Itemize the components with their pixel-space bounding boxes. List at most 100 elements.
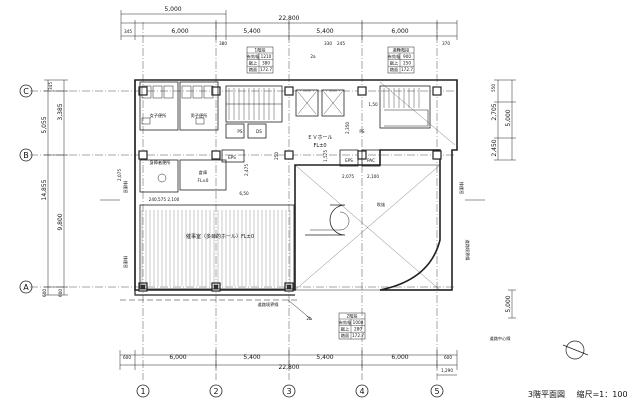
dimension-text: 6,000	[171, 28, 188, 35]
toilet-stall	[192, 85, 203, 99]
dimension-text: 22,800	[279, 15, 300, 22]
elevator-shaft	[295, 89, 319, 117]
room-label-road-boundary: 道路境界線	[258, 301, 280, 308]
table-label: 踏面	[249, 66, 257, 73]
dimension-text: 3,385	[57, 103, 64, 120]
section-marker	[287, 299, 313, 321]
grid-bubble-column	[430, 384, 444, 398]
toilet-stall	[203, 85, 214, 99]
room-label-tag: 2a	[310, 54, 316, 59]
room-label-storage: 倉庫	[199, 169, 207, 176]
stair-landing	[384, 109, 429, 127]
dimension-text: 600	[42, 289, 47, 297]
evacuation-stair	[379, 85, 431, 129]
dimension-text: 1,50	[368, 102, 378, 107]
table-label: 有効幅	[339, 319, 352, 326]
toilet-stall	[163, 85, 174, 99]
dimension-text: 550	[491, 84, 496, 92]
pac-room	[361, 149, 381, 167]
toilet-fixture	[157, 173, 167, 183]
dimension-text: 2,100	[367, 174, 379, 179]
table-value: 172.7	[401, 67, 413, 72]
room-label-accessible-wc: 身障者便所	[150, 159, 171, 166]
dimension-text: 6,000	[391, 354, 408, 361]
room-label-mens-wc: 男子便所	[191, 112, 208, 119]
dimension-text: 2,705	[491, 103, 498, 120]
room-label-womens-wc: 女子便所	[150, 112, 167, 119]
toilet-stall	[141, 85, 152, 99]
room-label-opening: 吹抜	[377, 201, 386, 208]
spiral-stair	[305, 204, 346, 236]
stair-diagonal	[379, 81, 456, 146]
room-label-smoke-window: 排煙窓	[122, 256, 129, 269]
exterior-wall	[134, 80, 295, 296]
grid-row-label: A	[23, 283, 29, 292]
grid-column-label: 1	[140, 387, 145, 396]
table-label: 踏面	[390, 66, 398, 73]
elevator-shaft	[321, 89, 345, 117]
atrium-diagonal	[294, 164, 441, 291]
room-label-main-hall: 催事室（多目的ホール）FL±0	[186, 233, 254, 240]
table-label: 蹴上	[341, 326, 349, 333]
room-label-ds: DS	[256, 129, 262, 134]
elevator-cross	[323, 91, 343, 115]
toilet-stall	[152, 85, 163, 99]
column-core	[140, 284, 146, 290]
structural-column	[284, 150, 294, 160]
table-value: 280	[354, 327, 362, 332]
table-value: 172.7	[260, 67, 272, 72]
table-label: 踏面	[341, 332, 349, 339]
stair-table-top-left	[246, 46, 274, 74]
dimension-text: 370	[442, 41, 450, 46]
table-header: 1階段	[254, 47, 266, 54]
dimension-text: 600	[444, 355, 452, 360]
room-label-road-center: 道路中心線	[490, 335, 512, 342]
dimension-text: 345	[124, 29, 132, 34]
structural-column	[432, 86, 442, 96]
room-label-smoke-window: 排煙窓	[122, 181, 129, 194]
ps-shaft	[225, 123, 245, 139]
dimension-text: 5,400	[316, 354, 333, 361]
table-value: 250	[403, 61, 411, 66]
eps-room-right	[339, 149, 359, 167]
dimension-text: 2,350	[345, 122, 350, 134]
north-arrow	[565, 340, 585, 360]
column-core	[213, 284, 219, 290]
grid-column-label: 5	[434, 387, 439, 396]
room-label-eps: EPS	[228, 155, 236, 160]
column-core	[286, 284, 292, 290]
table-value: 380	[262, 61, 270, 66]
dimension-text: 240,575 2,100	[149, 197, 180, 202]
room-label-ps: PS	[359, 129, 365, 134]
dimension-text: 345	[48, 82, 53, 90]
dimension-text: 14,855	[41, 179, 48, 200]
dimension-text: 6,000	[169, 354, 186, 361]
ds-shaft	[247, 123, 267, 139]
plan-linework	[19, 10, 589, 398]
grid-column-label: 2	[213, 387, 218, 396]
room-label-tag: 2b	[306, 316, 312, 321]
storage-room	[179, 159, 227, 191]
dimension-text: 380	[219, 41, 227, 46]
grid-bubble-column	[282, 384, 296, 398]
wash-basin	[141, 117, 151, 125]
dimension-text: 2,475	[244, 164, 249, 176]
toilet-stall	[181, 85, 192, 99]
dimension-text: 5,000	[505, 295, 512, 312]
structural-column	[357, 86, 367, 96]
stair-table-bottom	[338, 312, 366, 340]
grid-bubble-row	[19, 148, 33, 162]
structural-column	[284, 86, 294, 96]
wash-basin	[195, 117, 205, 125]
drawing-scale: 縮尺=1：100	[576, 389, 627, 399]
dimension-text: 5,000	[164, 6, 181, 13]
table-header: 2階段	[346, 313, 358, 320]
drawing-title: 3階平面図	[528, 389, 565, 399]
dimension-text: 6,000	[391, 28, 408, 35]
table-label: 有効幅	[388, 53, 401, 60]
mens-toilet-room	[179, 81, 219, 131]
dimension-text: 5,400	[243, 28, 260, 35]
room-label-pac: PAC	[367, 158, 375, 163]
grid-row-label: C	[23, 87, 29, 96]
grid-column-label: 3	[286, 387, 291, 396]
